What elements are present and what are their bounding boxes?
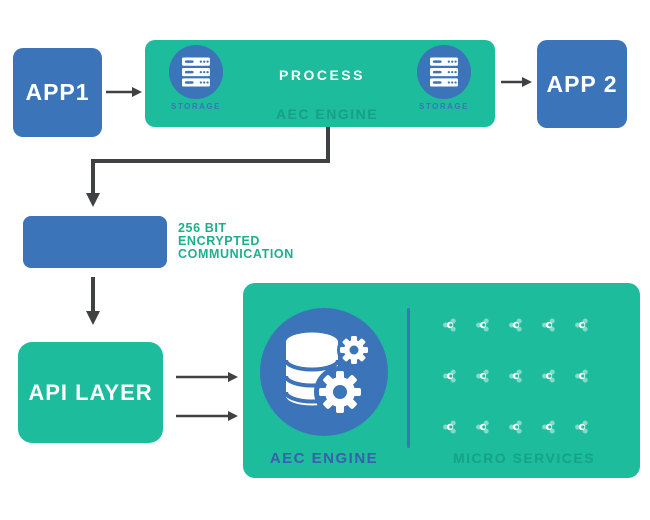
- api-layer-label: API LAYER: [28, 379, 153, 405]
- micro-service-icon: [475, 419, 491, 435]
- storage-server-icon: [417, 45, 471, 99]
- api-layer-node: API LAYER: [18, 342, 163, 443]
- micro-service-icon: [541, 419, 557, 435]
- gear-large-icon: [314, 366, 366, 418]
- storage-right-label: STORAGE: [419, 102, 469, 111]
- micro-service-icon: [574, 368, 590, 384]
- divider-line: [407, 308, 410, 448]
- gear-small-icon: [337, 333, 371, 367]
- storage-right-node: STORAGE: [417, 45, 471, 111]
- storage-left-label: STORAGE: [171, 102, 221, 111]
- app1-label: APP1: [25, 79, 90, 105]
- arrow-engine-to-encrypted-channel: [86, 127, 330, 207]
- aec-engine-top-label: AEC ENGINE: [275, 106, 379, 122]
- micro-service-icon: [541, 317, 557, 333]
- database-gears-icon: [284, 332, 371, 418]
- micro-service-icon: [574, 317, 590, 333]
- aec-engine-main-box: AEC ENGINE MICRO SERVICES: [243, 283, 640, 478]
- encrypted-channel-node: [23, 216, 167, 268]
- micro-service-icon: [508, 368, 524, 384]
- micro-service-icon: [508, 317, 524, 333]
- aec-engine-top-box: STORAGE PROCESS STORAGE AEC ENGINE: [145, 40, 495, 127]
- micro-service-icon: [574, 419, 590, 435]
- app1-node: APP1: [13, 48, 102, 137]
- storage-left-node: STORAGE: [169, 45, 223, 111]
- encryption-note-line2: ENCRYPTED: [178, 234, 261, 248]
- encryption-note: 256 BIT ENCRYPTED COMMUNICATION: [178, 222, 294, 261]
- storage-server-icon: [169, 45, 223, 99]
- encryption-note-line1: 256 BIT: [178, 221, 227, 235]
- micro-service-icon: [442, 419, 458, 435]
- micro-service-icon: [541, 368, 557, 384]
- micro-services-label: MICRO SERVICES: [452, 450, 596, 466]
- app2-label: APP 2: [546, 70, 618, 97]
- process-label: PROCESS: [279, 67, 365, 83]
- micro-service-icon: [508, 419, 524, 435]
- micro-service-icon: [442, 368, 458, 384]
- micro-services-grid: [442, 317, 590, 435]
- micro-service-icon: [475, 368, 491, 384]
- app2-node: APP 2: [537, 40, 627, 128]
- encryption-note-line3: COMMUNICATION: [178, 247, 294, 261]
- micro-service-icon: [475, 317, 491, 333]
- micro-service-icon: [442, 317, 458, 333]
- aec-engine-main-label: AEC ENGINE: [269, 450, 379, 467]
- database-circle: [260, 308, 388, 436]
